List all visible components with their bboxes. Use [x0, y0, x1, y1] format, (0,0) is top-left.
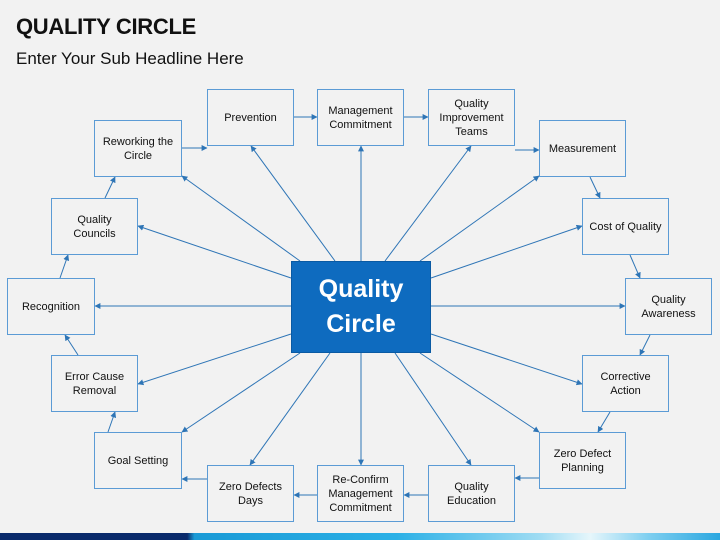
center-label-line1: Quality [318, 275, 404, 303]
ring-cost-to-awareness [629, 254, 641, 279]
step-quality-councils[interactable]: Quality Councils [51, 198, 138, 255]
spoke-zero-defects-days [249, 352, 331, 466]
step-label: Quality Improvement Teams [439, 97, 504, 138]
spoke-error-cause-removal [137, 333, 292, 386]
ring-awareness-to-corrective [639, 334, 651, 356]
step-error-cause-removal[interactable]: Error Cause Removal [51, 355, 138, 412]
step-zero-defects-days[interactable]: Zero Defects Days [207, 465, 294, 522]
step-label: Goal Setting [107, 454, 169, 467]
page-subtitle: Enter Your Sub Headline Here [16, 49, 244, 68]
step-corrective-action[interactable]: Corrective Action [582, 355, 669, 412]
step-label: Zero Defect Planning [553, 447, 612, 474]
footer-gradient-bar [0, 533, 720, 540]
step-label: Recognition [21, 300, 81, 313]
center-label-line2: Circle [326, 310, 396, 338]
step-label: Corrective Action [600, 370, 651, 397]
ring-goal-to-ecr [107, 411, 117, 433]
spoke-cost-of-quality [430, 224, 583, 279]
spoke-quality-improvement-teams [384, 145, 472, 262]
spoke-zero-defect-planning [419, 352, 540, 433]
spoke-measurement [419, 175, 540, 262]
step-prevention[interactable]: Prevention [207, 89, 294, 146]
step-label: Quality Councils [73, 213, 116, 240]
step-goal-setting[interactable]: Goal Setting [94, 432, 182, 489]
step-quality-improvement-teams[interactable]: Quality Improvement Teams [428, 89, 515, 146]
step-reworking-the-circle[interactable]: Reworking the Circle [94, 120, 182, 177]
step-label: Quality Education [447, 480, 496, 507]
spoke-reworking-the-circle [181, 175, 301, 262]
step-cost-of-quality[interactable]: Cost of Quality [582, 198, 669, 255]
step-label: Reworking the Circle [102, 135, 174, 162]
step-label: Prevention [224, 111, 277, 124]
spoke-quality-education [394, 352, 472, 466]
step-label: Measurement [548, 142, 617, 155]
page-title: QUALITY CIRCLE [16, 14, 196, 39]
step-management-commitment[interactable]: Management Commitment [317, 89, 404, 146]
spoke-goal-setting [181, 352, 301, 433]
ring-corrective-to-zdp [597, 411, 611, 433]
step-label: Zero Defects Days [219, 480, 282, 507]
center-quality-circle[interactable]: Quality Circle [291, 261, 431, 353]
step-label: Management Commitment [328, 104, 393, 131]
step-label: Error Cause Removal [64, 370, 125, 397]
ring-recognition-to-councils [59, 254, 70, 279]
step-quality-awareness[interactable]: Quality Awareness [625, 278, 712, 335]
spoke-prevention [250, 145, 336, 262]
spoke-corrective-action [430, 333, 583, 386]
step-label: Cost of Quality [589, 220, 662, 233]
step-zero-defect-planning[interactable]: Zero Defect Planning [539, 432, 626, 489]
step-reconfirm-management-commitment[interactable]: Re-Confirm Management Commitment [317, 465, 404, 522]
step-measurement[interactable]: Measurement [539, 120, 626, 177]
spoke-quality-councils [137, 224, 292, 279]
step-recognition[interactable]: Recognition [7, 278, 95, 335]
ring-measurement-to-cost [589, 176, 601, 199]
step-label: Re-Confirm Management Commitment [328, 473, 393, 514]
step-quality-education[interactable]: Quality Education [428, 465, 515, 522]
step-label: Quality Awareness [641, 293, 696, 320]
ring-councils-to-reworking [104, 176, 116, 199]
ring-ecr-to-recognition [64, 334, 79, 356]
